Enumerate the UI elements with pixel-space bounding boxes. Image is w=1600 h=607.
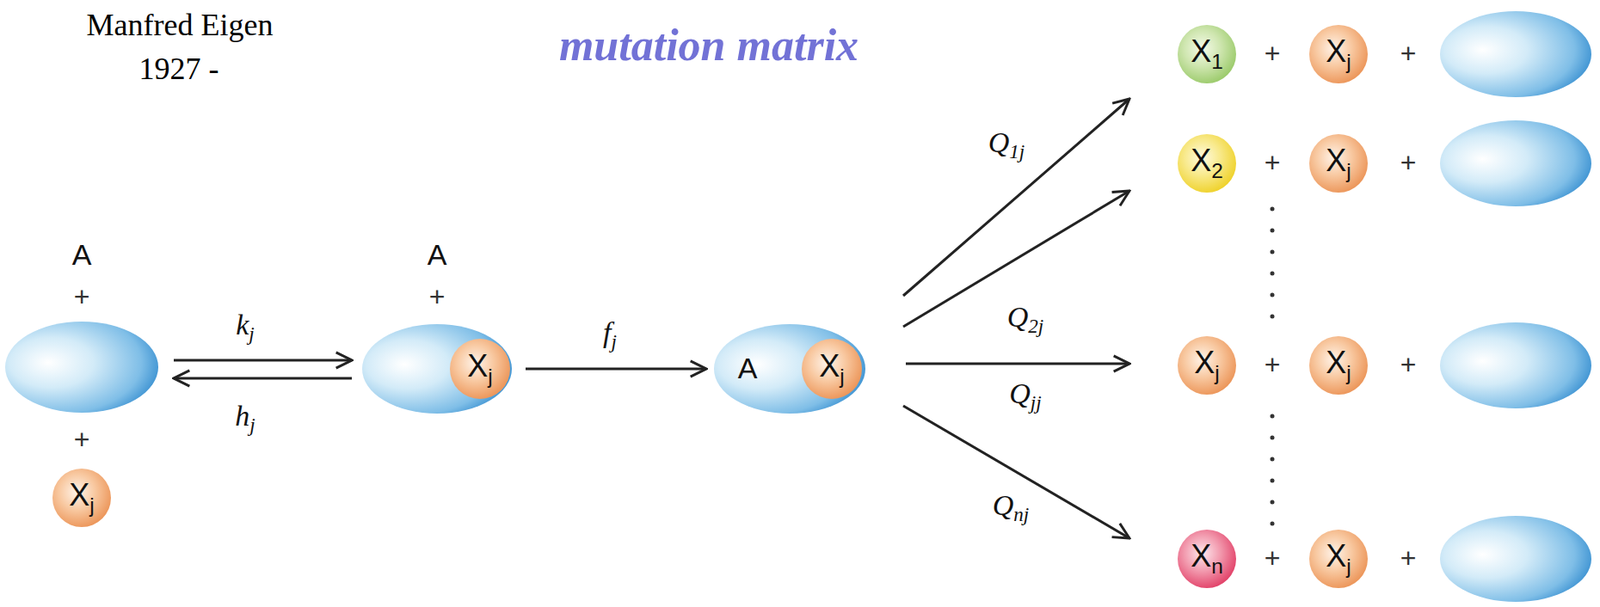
dot [1270,250,1275,255]
species-label: Xj [818,349,844,388]
species-label: X1 [1190,34,1224,74]
mutant-circle: X2 [1177,134,1237,193]
plus-sign: + [1400,543,1417,574]
dot [1270,207,1275,212]
enzyme-label: A [738,352,758,385]
mutation-probability: Q1j [985,126,1028,163]
mutant-circle: Xn [1177,529,1237,589]
reaction-arrow [903,98,1130,296]
diagram-title: mutation matrix [559,20,859,70]
plus-sign: + [1264,543,1281,574]
dot [1270,414,1275,419]
enzyme-body [5,321,159,413]
species-label: X2 [1190,143,1224,183]
dot [1270,271,1275,277]
plus-sign: + [1264,350,1281,381]
species-label: Xj [467,349,493,388]
reaction-arrow [905,363,1130,366]
species-label: Xj [1325,143,1351,183]
molecule-body [449,338,511,400]
plus-sign: + [73,282,91,313]
dot [1270,500,1275,505]
mutant-circle: X1 [1177,24,1237,84]
template-circle: Xj [52,468,111,528]
free-enzyme-ellipse [1440,322,1592,409]
dot [1270,479,1275,484]
reaction-arrow [173,377,352,381]
mutation-probability: Q2j [1004,301,1047,338]
plus-sign: + [429,282,446,313]
dot [1270,228,1275,234]
enzyme-body [362,324,512,414]
mutation-probability: Qnj [990,489,1033,526]
enzyme-body [713,324,866,414]
plus-sign: + [1264,38,1281,69]
enzyme-label: A [72,239,93,271]
molecule-body [1309,336,1368,395]
molecule-body [1177,336,1237,395]
enzyme-ellipse: A [5,321,159,413]
free-enzyme-ellipse [1440,516,1592,603]
reaction-arrow [173,359,352,363]
copy-circle: Xj [1177,336,1237,395]
molecule-body [1177,134,1237,193]
rate-constant: kj [233,308,258,345]
reaction-arrow [525,368,707,371]
rate-constant: fj [600,316,620,353]
reaction-arrow [903,406,1130,539]
dot [1270,457,1275,462]
replication-complex-ellipse: Xj A [713,324,866,414]
dot [1270,314,1275,320]
year-label: 1927 - [139,52,220,87]
species-label: Xj [68,478,94,517]
enzyme-label: A [427,239,448,271]
bound-template-circle: Xj [801,338,862,400]
molecule-body [1309,24,1368,84]
plus-sign: + [1400,38,1417,69]
molecule-body [1309,134,1368,193]
plus-sign: + [73,424,91,456]
mutation-probability: Qjj [1006,377,1044,414]
plus-sign: + [1264,147,1281,179]
rate-constant: hj [232,400,258,437]
molecule-body [52,468,111,528]
template-circle: Xj [1309,529,1368,589]
species-label: Xj [1325,34,1351,74]
ellipse-shape [5,321,159,413]
dot [1270,522,1275,527]
free-enzyme-ellipse [1440,11,1592,98]
dot [1270,436,1275,441]
template-circle: Xj [1309,134,1368,193]
dot [1270,293,1275,298]
plus-sign: + [1400,350,1417,381]
template-circle: Xj [1309,336,1368,395]
molecule-body [1177,529,1237,589]
author-name: Manfred Eigen [86,8,274,44]
species-label: Xj [1325,539,1351,579]
template-circle: Xj [1309,24,1368,84]
species-label: Xj [1193,345,1219,385]
species-label: Xj [1325,345,1351,385]
molecule-body [1309,529,1368,589]
plus-sign: + [1400,147,1417,179]
free-enzyme-ellipse [1440,120,1592,207]
species-label: Xn [1190,539,1224,579]
molecule-body [801,338,862,400]
molecule-body [1177,24,1237,84]
enzyme-complex-ellipse: XjA [362,324,512,414]
bound-template-circle: Xj [449,338,511,400]
